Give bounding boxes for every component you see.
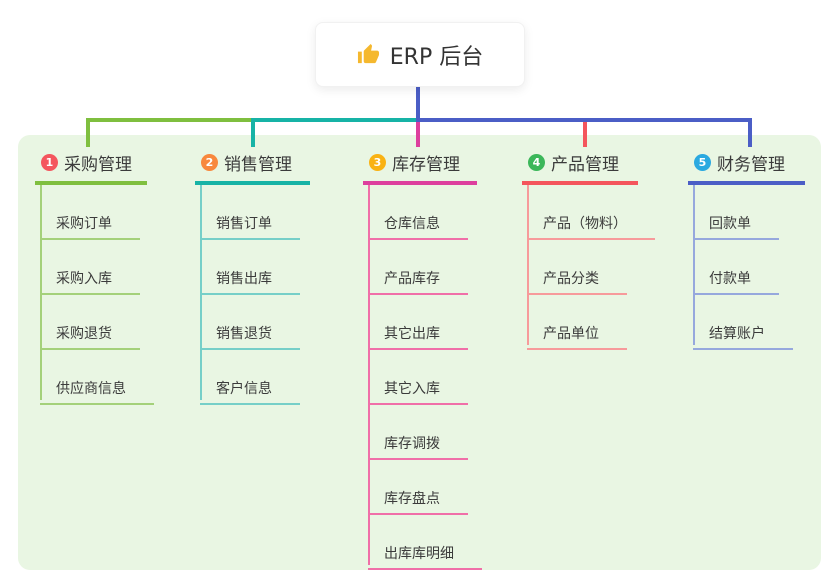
branch-title: 库存管理 bbox=[392, 155, 460, 175]
child-row: 销售退货 bbox=[200, 295, 310, 350]
child-node[interactable]: 销售出库 bbox=[200, 268, 300, 295]
child-row: 产品（物料） bbox=[527, 185, 655, 240]
branch-children: 采购订单采购入库采购退货供应商信息 bbox=[40, 185, 154, 405]
child-row: 付款单 bbox=[693, 240, 805, 295]
branch-title: 销售管理 bbox=[224, 155, 292, 175]
child-node[interactable]: 其它出库 bbox=[368, 323, 468, 350]
branch-connector-segment bbox=[251, 118, 420, 122]
child-row: 其它出库 bbox=[368, 295, 482, 350]
child-node[interactable]: 库存调拨 bbox=[368, 433, 468, 460]
branch-title: 产品管理 bbox=[551, 155, 619, 175]
branch-drop-line bbox=[416, 122, 420, 147]
child-node[interactable]: 采购退货 bbox=[40, 323, 140, 350]
child-row: 销售订单 bbox=[200, 185, 310, 240]
branch-children: 回款单付款单结算账户 bbox=[693, 185, 805, 350]
child-row: 回款单 bbox=[693, 185, 805, 240]
branch-title: 采购管理 bbox=[64, 155, 132, 175]
child-row: 采购退货 bbox=[40, 295, 154, 350]
branch-3: 3 库存管理仓库信息产品库存其它出库其它入库库存调拨库存盘点出库库明细 bbox=[363, 146, 482, 570]
child-row: 库存调拨 bbox=[368, 405, 482, 460]
child-node[interactable]: 仓库信息 bbox=[368, 213, 468, 240]
child-node[interactable]: 供应商信息 bbox=[40, 378, 154, 405]
branch-node-1[interactable]: 1 采购管理 bbox=[35, 146, 147, 185]
children-connector-line bbox=[527, 185, 529, 345]
branch-connector-segment bbox=[86, 118, 255, 122]
branch-node-5[interactable]: 5 财务管理 bbox=[688, 146, 805, 185]
child-row: 销售出库 bbox=[200, 240, 310, 295]
child-row: 结算账户 bbox=[693, 295, 805, 350]
branch-number-badge: 5 bbox=[694, 154, 711, 171]
branch-number-badge: 3 bbox=[369, 154, 386, 171]
root-title: ERP 后台 bbox=[389, 44, 484, 70]
branch-1: 1 采购管理采购订单采购入库采购退货供应商信息 bbox=[35, 146, 154, 405]
child-node[interactable]: 产品分类 bbox=[527, 268, 627, 295]
child-node[interactable]: 产品（物料） bbox=[527, 213, 655, 240]
branch-number-badge: 1 bbox=[41, 154, 58, 171]
child-row: 库存盘点 bbox=[368, 460, 482, 515]
child-node[interactable]: 其它入库 bbox=[368, 378, 468, 405]
root-connector-line bbox=[416, 85, 420, 119]
children-connector-line bbox=[200, 185, 202, 400]
thumbs-up-icon bbox=[357, 43, 379, 64]
branch-number-badge: 4 bbox=[528, 154, 545, 171]
branch-5: 5 财务管理回款单付款单结算账户 bbox=[688, 146, 805, 350]
child-node[interactable]: 销售订单 bbox=[200, 213, 300, 240]
child-row: 供应商信息 bbox=[40, 350, 154, 405]
child-node[interactable]: 产品单位 bbox=[527, 323, 627, 350]
children-connector-line bbox=[693, 185, 695, 345]
branch-4: 4 产品管理产品（物料） 产品分类产品单位 bbox=[522, 146, 655, 350]
child-row: 客户信息 bbox=[200, 350, 310, 405]
branch-connector-segment bbox=[416, 118, 752, 122]
branch-title: 财务管理 bbox=[717, 155, 785, 175]
child-row: 采购订单 bbox=[40, 185, 154, 240]
branch-drop-line bbox=[251, 118, 255, 147]
branch-children: 销售订单销售出库销售退货客户信息 bbox=[200, 185, 310, 405]
child-node[interactable]: 库存盘点 bbox=[368, 488, 468, 515]
child-node[interactable]: 采购订单 bbox=[40, 213, 140, 240]
branch-drop-line bbox=[583, 122, 587, 147]
branch-number-badge: 2 bbox=[201, 154, 218, 171]
child-row: 仓库信息 bbox=[368, 185, 482, 240]
branch-node-2[interactable]: 2 销售管理 bbox=[195, 146, 310, 185]
branch-node-3[interactable]: 3 库存管理 bbox=[363, 146, 477, 185]
children-connector-line bbox=[368, 185, 370, 565]
branch-node-4[interactable]: 4 产品管理 bbox=[522, 146, 638, 185]
child-node[interactable]: 出库库明细 bbox=[368, 543, 482, 570]
mindmap-panel bbox=[18, 135, 821, 570]
child-row: 出库库明细 bbox=[368, 515, 482, 570]
branch-children: 产品（物料） 产品分类产品单位 bbox=[527, 185, 655, 350]
branch-drop-line bbox=[86, 118, 90, 147]
child-row: 采购入库 bbox=[40, 240, 154, 295]
branch-drop-line bbox=[748, 118, 752, 147]
child-node[interactable]: 采购入库 bbox=[40, 268, 140, 295]
branch-2: 2 销售管理销售订单销售出库销售退货客户信息 bbox=[195, 146, 310, 405]
child-node[interactable]: 销售退货 bbox=[200, 323, 300, 350]
child-node[interactable]: 回款单 bbox=[693, 213, 779, 240]
child-row: 其它入库 bbox=[368, 350, 482, 405]
children-connector-line bbox=[40, 185, 42, 400]
child-row: 产品单位 bbox=[527, 295, 655, 350]
child-node[interactable]: 付款单 bbox=[693, 268, 779, 295]
branch-children: 仓库信息产品库存其它出库其它入库库存调拨库存盘点出库库明细 bbox=[368, 185, 482, 570]
child-node[interactable]: 客户信息 bbox=[200, 378, 300, 405]
child-row: 产品分类 bbox=[527, 240, 655, 295]
child-row: 产品库存 bbox=[368, 240, 482, 295]
child-node[interactable]: 结算账户 bbox=[693, 323, 793, 350]
root-node[interactable]: ERP 后台 bbox=[315, 22, 525, 87]
child-node[interactable]: 产品库存 bbox=[368, 268, 468, 295]
